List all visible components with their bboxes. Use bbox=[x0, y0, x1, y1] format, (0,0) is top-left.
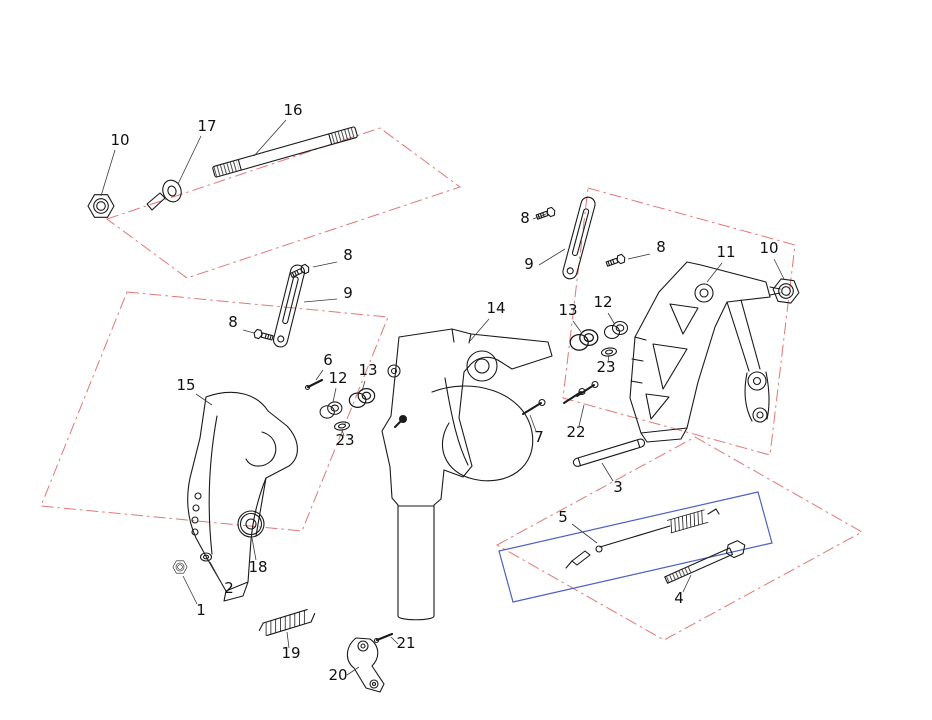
part-17-link bbox=[146, 179, 182, 211]
part-16-rod bbox=[212, 126, 358, 178]
part-label-9-right: 9 bbox=[524, 255, 534, 273]
part-10-nut-right bbox=[771, 277, 801, 305]
part-label-9-left: 9 bbox=[343, 284, 353, 302]
part-3-pin-rod bbox=[572, 438, 646, 467]
part-15-bracket-left bbox=[187, 391, 298, 602]
part-label-12-right: 12 bbox=[593, 293, 612, 311]
part-label-10-right: 10 bbox=[759, 239, 778, 257]
part-label-4: 4 bbox=[674, 589, 684, 607]
part-label-18: 18 bbox=[248, 558, 267, 576]
part-18-grommet bbox=[239, 512, 263, 536]
part-label-17: 17 bbox=[197, 117, 216, 135]
part-23-washer-left bbox=[333, 420, 351, 432]
part-label-8-c: 8 bbox=[343, 246, 353, 264]
part-label-13-right: 13 bbox=[558, 301, 577, 319]
part-20-lever bbox=[346, 637, 385, 693]
construction-box-bottom-right bbox=[495, 436, 864, 641]
part-label-8-b: 8 bbox=[656, 238, 666, 256]
construction-box-right bbox=[562, 187, 796, 456]
part-labels: 10 17 16 8 9 8 11 10 8 9 8 14 13 12 23 6… bbox=[110, 101, 778, 684]
part-6-pin bbox=[304, 378, 324, 391]
group-box-rod-assembly bbox=[498, 491, 773, 603]
construction-lines bbox=[40, 127, 864, 641]
part-4-bolt bbox=[664, 540, 746, 584]
construction-box-top bbox=[105, 127, 462, 279]
part-22-screws bbox=[563, 380, 599, 404]
construction-box-left bbox=[40, 291, 389, 532]
part-14-swivel-bracket bbox=[381, 328, 553, 621]
part-label-22: 22 bbox=[566, 423, 585, 441]
part-12-bushing-right bbox=[603, 320, 629, 340]
part-label-21: 21 bbox=[396, 634, 415, 652]
part-label-13-left: 13 bbox=[358, 361, 377, 379]
part-19-spring bbox=[258, 608, 316, 636]
part-label-19: 19 bbox=[281, 644, 300, 662]
part-9-strap-left bbox=[271, 263, 307, 349]
part-label-7: 7 bbox=[534, 428, 544, 446]
part-label-12-left: 12 bbox=[328, 369, 347, 387]
part-label-23-left: 23 bbox=[335, 431, 354, 449]
part-5-rod-spring bbox=[565, 508, 720, 569]
leader-lines bbox=[100, 119, 785, 676]
part-label-16: 16 bbox=[283, 101, 302, 119]
part-13-bushing-right bbox=[569, 329, 599, 351]
part-label-1: 1 bbox=[196, 601, 206, 619]
part-8-bolt-right bbox=[604, 253, 627, 269]
part-label-20: 20 bbox=[328, 666, 347, 684]
part-label-2: 2 bbox=[224, 579, 234, 597]
part-2-washer bbox=[199, 552, 213, 562]
part-label-8-a: 8 bbox=[520, 209, 530, 227]
part-label-10-left: 10 bbox=[110, 131, 129, 149]
part-21-pin bbox=[373, 632, 394, 644]
part-13-bushing-left bbox=[348, 388, 376, 408]
part-7-screw bbox=[522, 398, 546, 415]
part-11-bracket-right bbox=[629, 261, 781, 443]
part-10-nut-left bbox=[87, 194, 115, 218]
part-label-8-d: 8 bbox=[228, 313, 238, 331]
part-wire-loop bbox=[431, 385, 534, 482]
part-label-14: 14 bbox=[486, 299, 505, 317]
part-label-3: 3 bbox=[613, 478, 623, 496]
part-label-11: 11 bbox=[716, 243, 735, 261]
part-label-23-right: 23 bbox=[596, 358, 615, 376]
part-label-6: 6 bbox=[323, 351, 333, 369]
part-8-bolt-left-bottom bbox=[252, 328, 275, 343]
part-1-nut bbox=[172, 560, 188, 574]
part-12-bushing-left bbox=[319, 401, 343, 419]
part-label-5: 5 bbox=[558, 508, 568, 526]
part-label-15: 15 bbox=[176, 376, 195, 394]
